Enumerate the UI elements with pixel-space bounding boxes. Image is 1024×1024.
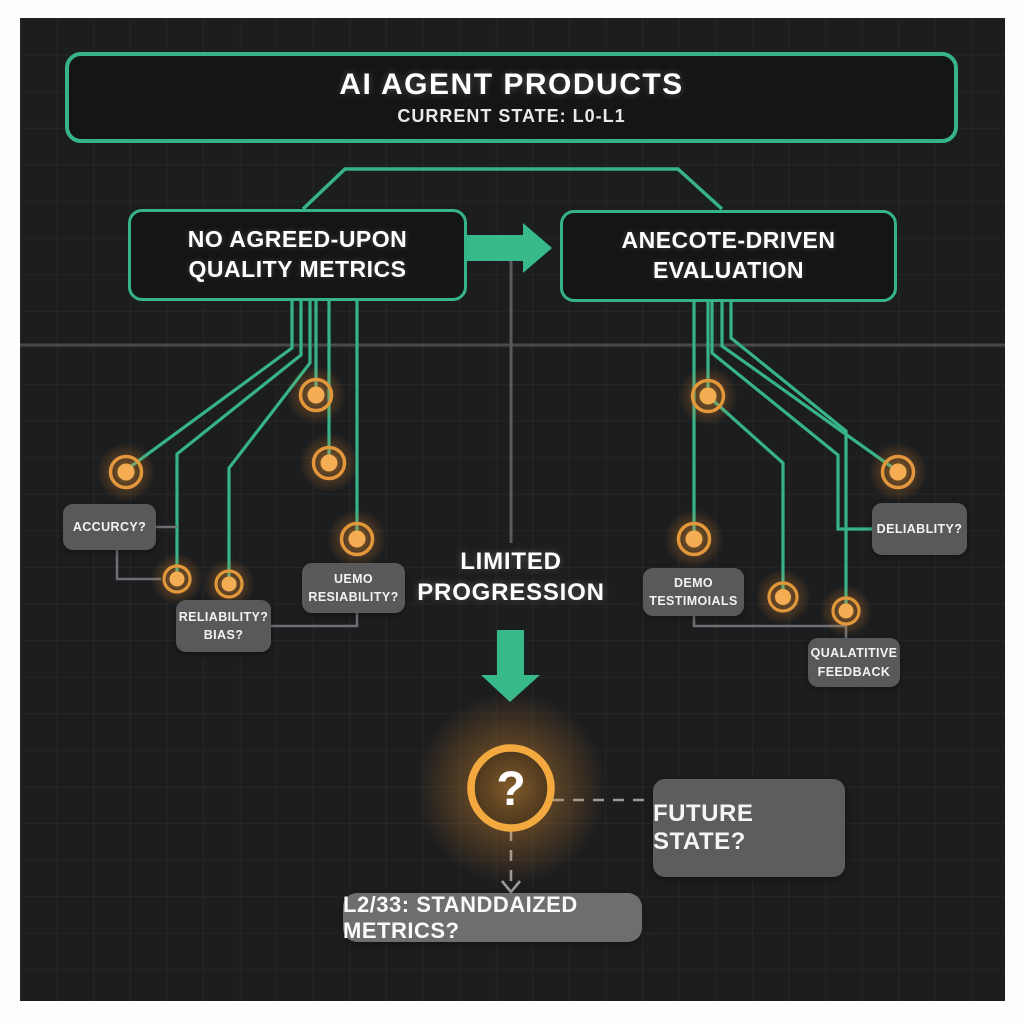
caption-line: LIMITED — [460, 548, 562, 575]
label-text: FEEDBACK — [817, 664, 891, 679]
limited-progression-text: LIMITED PROGRESSION — [411, 546, 611, 608]
box-text-line: QUALITY METRICS — [188, 256, 407, 282]
circuit-traces: ? — [20, 167, 1005, 895]
node-icon — [286, 365, 346, 425]
page-subtitle: CURRENT STATE: L0-L1 — [397, 106, 626, 126]
arrow-right-icon — [467, 223, 552, 273]
circuit-nodes — [96, 365, 928, 637]
standardized-metrics-text: L2/33: STANDDAIZED METRICS? — [343, 891, 578, 943]
box-text-line: NO AGREED-UPON — [187, 226, 408, 253]
node-icon — [868, 442, 928, 502]
label-text: BIAS? — [203, 628, 244, 642]
label-text: RESIABILITY? — [308, 590, 399, 604]
box-anecdote-driven-evaluation: ANECOTE-DRIVEN EVALUATION — [560, 210, 897, 302]
grid-canvas: ? AI AGENT PRODUCTS CURRENT STATE: L0-L1… — [20, 18, 1005, 1001]
node-icon — [664, 509, 724, 569]
node-icon — [299, 433, 359, 493]
node-icon — [203, 558, 255, 610]
box-text-line: ANECOTE-DRIVEN — [621, 227, 836, 254]
node-icon — [151, 553, 203, 605]
node-icon — [327, 509, 387, 569]
label-text: TESTIMOIALS — [649, 594, 738, 608]
label-qualitative-feedback: QUALATITIVE FEEDBACK — [808, 638, 900, 687]
label-text: RELIABILITY? — [178, 609, 269, 624]
box-no-quality-metrics: NO AGREED-UPON QUALITY METRICS — [128, 209, 467, 301]
box-text-line: EVALUATION — [652, 257, 805, 283]
node-icon — [755, 569, 811, 625]
label-text: DEMO — [673, 575, 714, 590]
banner: AI AGENT PRODUCTS CURRENT STATE: L0-L1 — [65, 52, 958, 143]
dashed-arrowhead-icon — [500, 880, 522, 895]
label-uemo-resiability: UEMO RESIABILITY? — [302, 563, 405, 613]
label-text: UEMO — [333, 571, 374, 586]
caption-line: PROGRESSION — [417, 579, 605, 607]
bridge-connector-line — [301, 167, 724, 211]
left-circuit-traces — [125, 301, 359, 582]
label-deliability: DELIABLITY? — [872, 503, 967, 555]
label-text: ACCURCY? — [72, 519, 147, 534]
node-icon — [820, 585, 872, 637]
future-state-text: FUTURE STATE? — [653, 800, 754, 855]
question-node: ? — [415, 692, 607, 884]
label-text: DELIABLITY? — [876, 521, 963, 536]
standardized-metrics-box: L2/33: STANDDAIZED METRICS? — [343, 891, 642, 943]
future-state-box: FUTURE STATE? — [653, 779, 845, 877]
label-text: QUALATITIVE — [810, 646, 898, 661]
arrow-down-icon — [481, 630, 540, 702]
node-icon — [678, 366, 738, 426]
page-title: AI AGENT PRODUCTS — [339, 68, 684, 101]
question-mark-text: ? — [496, 763, 525, 816]
label-accuracy: ACCURCY? — [63, 504, 156, 550]
label-reliability-bias: RELIABILITY? BIAS? — [176, 600, 271, 652]
right-circuit-traces — [692, 302, 897, 609]
label-demo-testimonials: DEMO TESTIMOIALS — [643, 568, 744, 616]
node-icon — [96, 442, 156, 502]
